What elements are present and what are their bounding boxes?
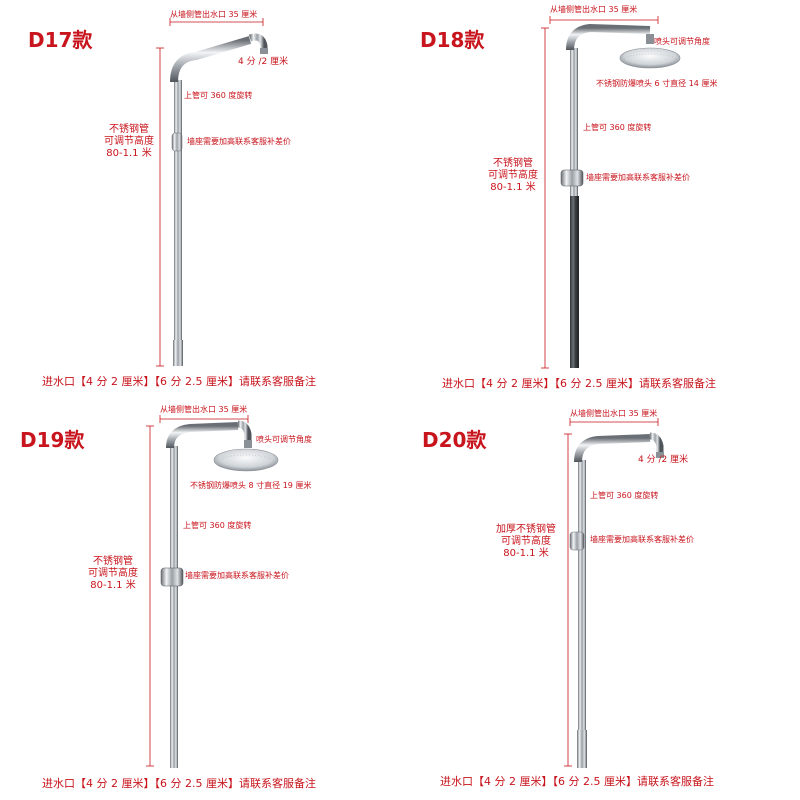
height-spec-line: 可调节高度 <box>104 136 154 147</box>
height-spec-line: 不锈钢管 <box>93 556 133 567</box>
inlet-note: 进水口【4 分 2 厘米】【6 分 2.5 厘米】请联系客服备注 <box>440 775 714 788</box>
panel-d19: D19款 从墙侧管出水口 35 厘米 喷头可调节角度 不锈钢防爆喷头 8 寸直径… <box>0 400 400 800</box>
model-title: D19款 <box>20 428 85 452</box>
height-spec-line: 80-1.1 米 <box>90 580 136 591</box>
height-spec-line: 不锈钢管 <box>493 158 533 169</box>
top-dimension-label: 从墙侧管出水口 35 厘米 <box>570 409 658 418</box>
height-spec: 不锈钢管 可调节高度 80-1.1 米 <box>88 556 138 592</box>
wall-seat-label: 墙座需要加高联系客服补差价 <box>586 173 690 182</box>
height-spec-line: 可调节高度 <box>88 568 138 579</box>
wall-seat-label: 墙座需要加高联系客服补差价 <box>185 571 289 580</box>
height-spec: 加厚不锈钢管 可调节高度 80-1.1 米 <box>496 524 556 560</box>
shower-head-label: 不锈钢防爆喷头 8 寸直径 19 厘米 <box>190 481 312 490</box>
angle-label: 喷头可调节角度 <box>654 37 710 46</box>
inlet-note: 进水口【4 分 2 厘米】【6 分 2.5 厘米】请联系客服备注 <box>442 377 716 390</box>
rotation-label: 上管可 360 度旋转 <box>184 91 253 100</box>
height-spec: 不锈钢管 可调节高度 80-1.1 米 <box>104 124 154 160</box>
shower-rod-illustration <box>541 16 681 369</box>
wall-seat-label: 墙座需要加高联系客服补差价 <box>590 535 694 544</box>
model-title: D18款 <box>420 28 485 52</box>
panel-d20: D20款 从墙侧管出水口 35 厘米 4 分 /2 厘米 上管可 360 度旋转… <box>400 400 800 800</box>
height-spec-line: 加厚不锈钢管 <box>496 524 556 535</box>
shower-rod-illustration <box>156 18 268 367</box>
angle-label: 喷头可调节角度 <box>256 435 312 444</box>
height-spec-line: 80-1.1 米 <box>106 148 152 159</box>
height-spec-line: 可调节高度 <box>488 170 538 181</box>
panel-d17: D17款 从墙侧管出水口 35 厘米 4 分 /2 厘米 上管可 360 度旋转… <box>0 0 400 400</box>
rotation-label: 上管可 360 度旋转 <box>583 123 652 132</box>
shower-rod-illustration <box>564 418 664 768</box>
rotation-label: 上管可 360 度旋转 <box>183 521 252 530</box>
height-spec-line: 80-1.1 米 <box>490 182 536 193</box>
wall-seat-label: 墙座需要加高联系客服补差价 <box>187 137 291 146</box>
height-spec-line: 不锈钢管 <box>109 124 149 135</box>
top-dimension-label: 从墙侧管出水口 35 厘米 <box>170 10 258 19</box>
model-title: D20款 <box>422 428 487 452</box>
fitting-size-label: 4 分 /2 厘米 <box>238 57 289 67</box>
top-dimension-label: 从墙侧管出水口 35 厘米 <box>160 405 248 414</box>
height-spec-line: 80-1.1 米 <box>503 548 549 559</box>
inlet-note: 进水口【4 分 2 厘米】【6 分 2.5 厘米】请联系客服备注 <box>42 777 316 790</box>
model-title: D17款 <box>28 28 93 52</box>
inlet-note: 进水口【4 分 2 厘米】【6 分 2.5 厘米】请联系客服备注 <box>42 375 316 388</box>
top-dimension-label: 从墙侧管出水口 35 厘米 <box>550 5 638 14</box>
panel-d18: D18款 从墙侧管出水口 35 厘米 喷头可调节角度 不锈钢防爆喷头 6 寸直径… <box>400 0 800 400</box>
rotation-label: 上管可 360 度旋转 <box>590 491 659 500</box>
shower-rod-illustration <box>146 415 279 768</box>
shower-head-label: 不锈钢防爆喷头 6 寸直径 14 厘米 <box>596 79 718 88</box>
fitting-size-label: 4 分 /2 厘米 <box>638 455 689 465</box>
height-spec-line: 可调节高度 <box>501 536 551 547</box>
height-spec: 不锈钢管 可调节高度 80-1.1 米 <box>488 158 538 194</box>
